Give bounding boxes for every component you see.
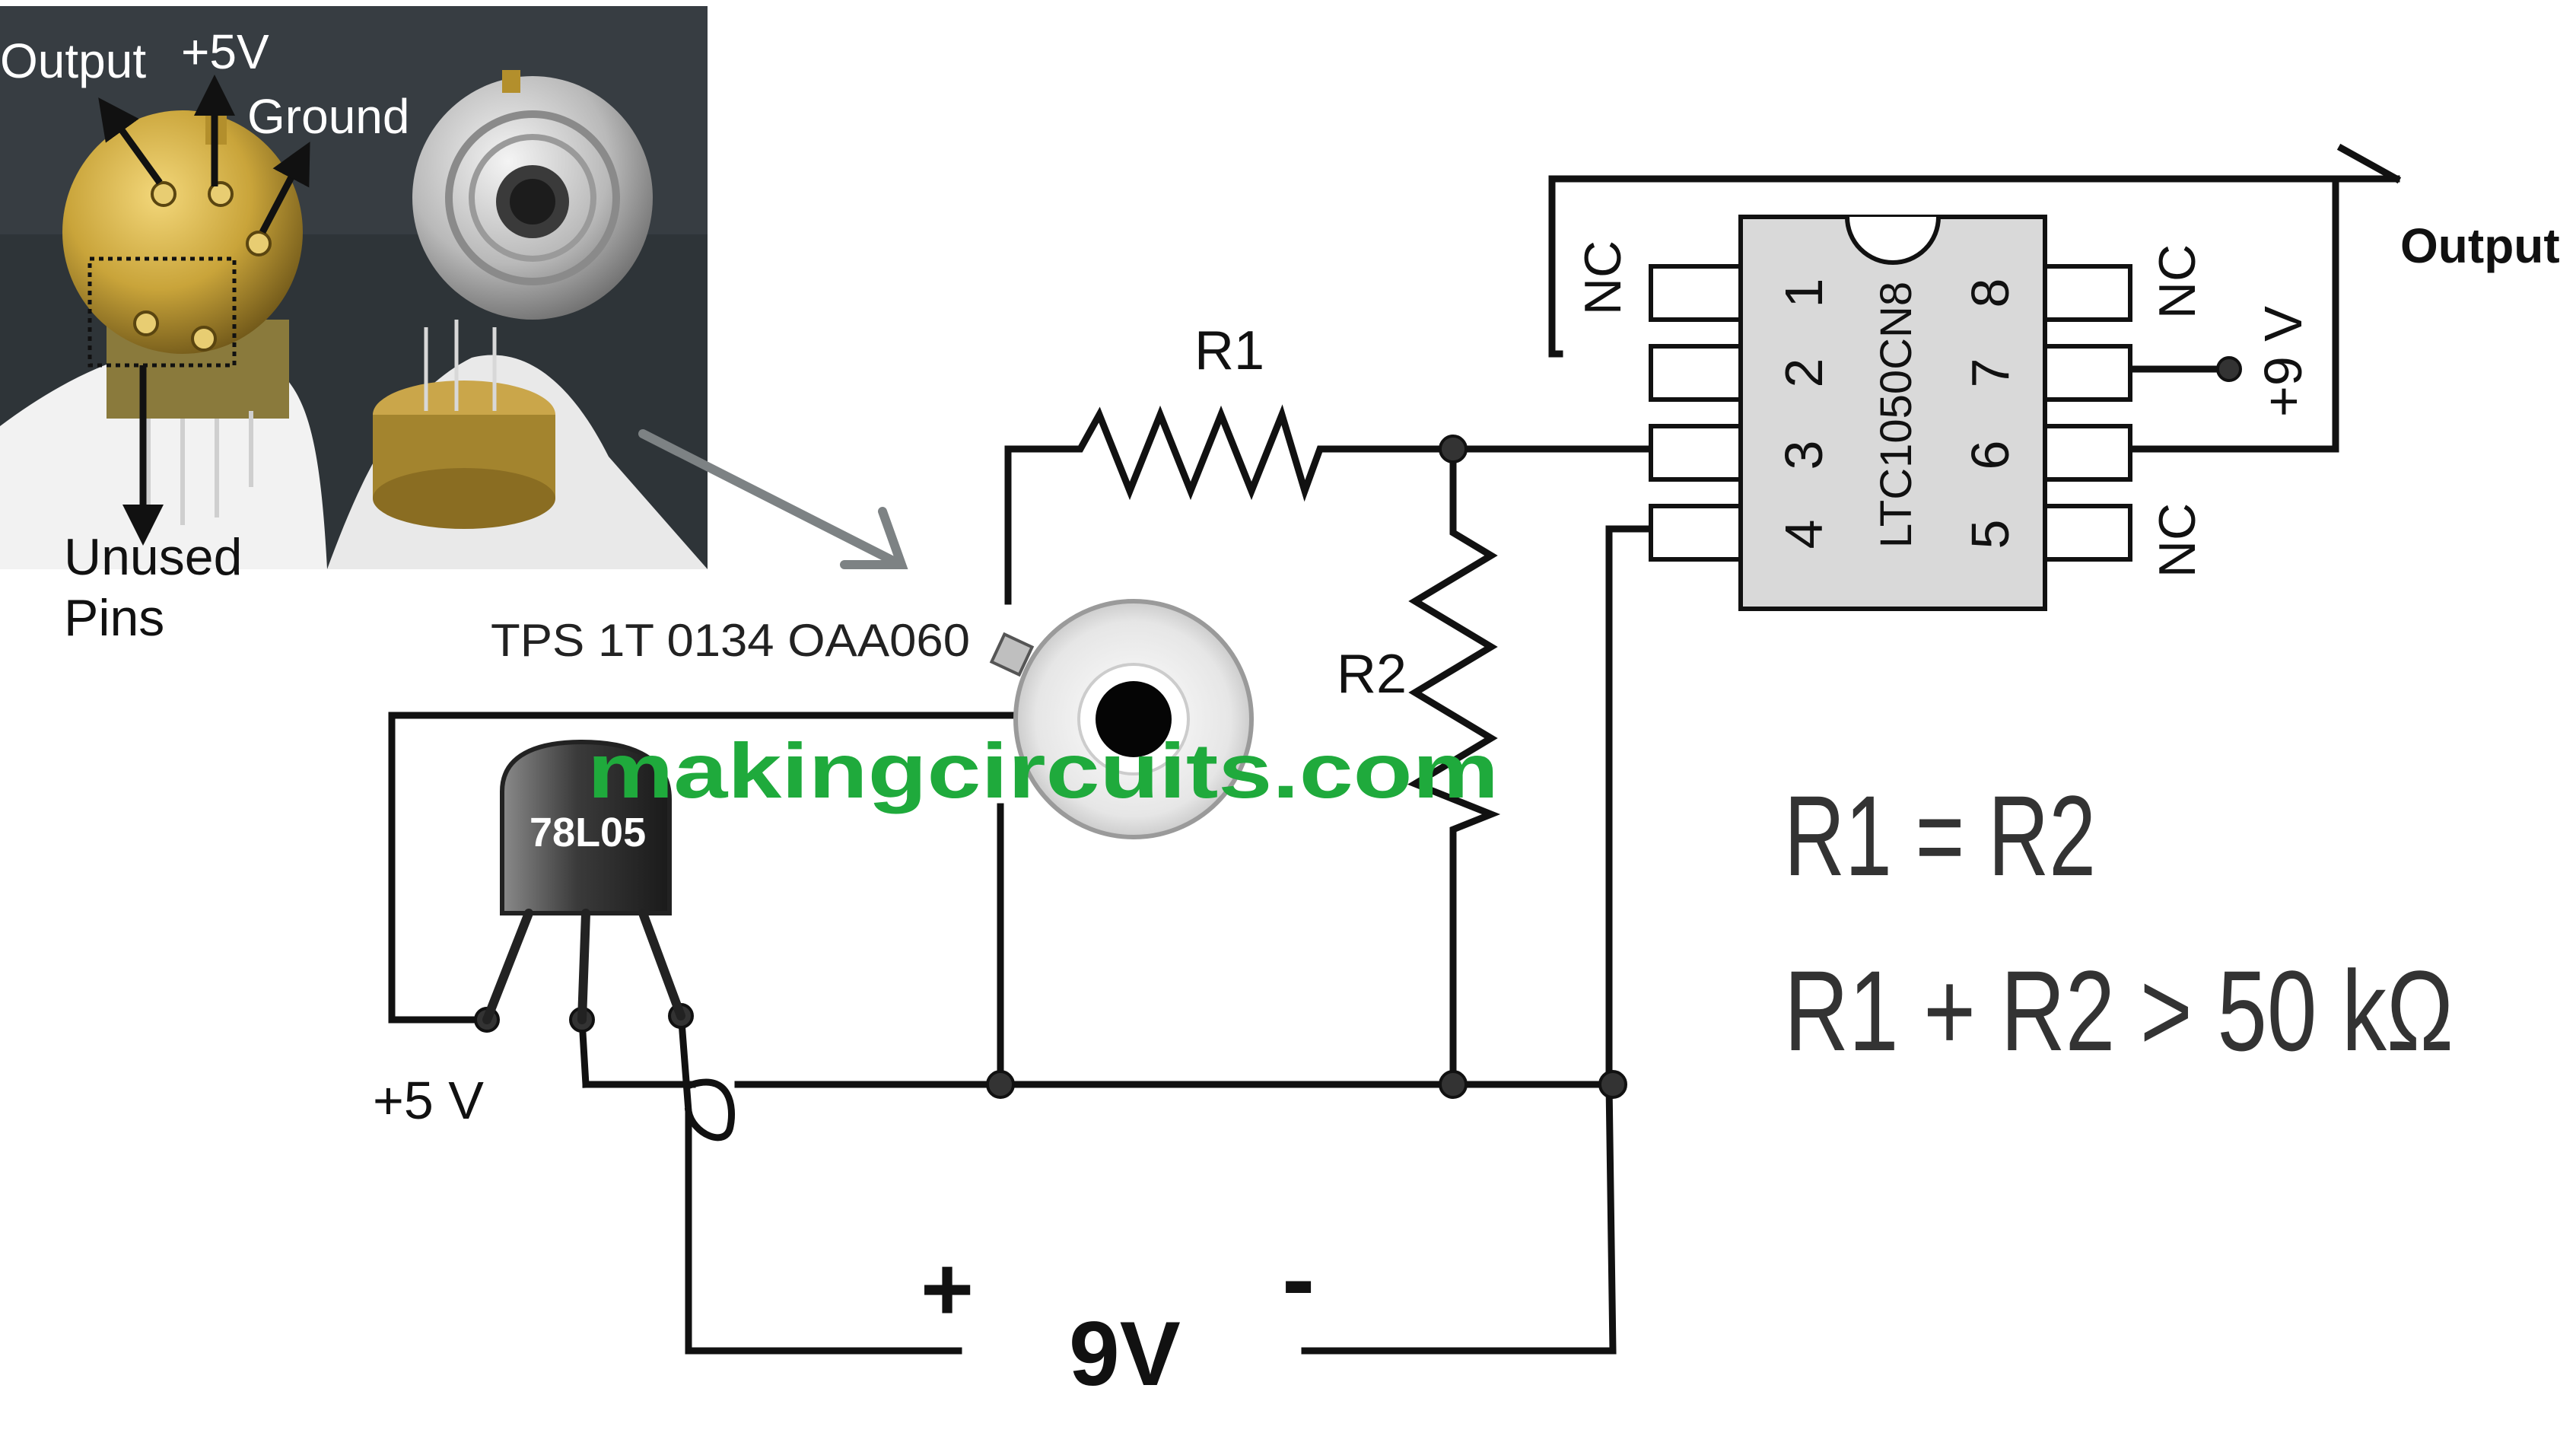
ic-pin-5: 5 [1961, 520, 2020, 549]
ic-pin-1: 1 [1774, 279, 1833, 308]
ic-pin-2: 2 [1774, 358, 1833, 388]
regulator-label: 78L05 [530, 810, 646, 855]
ic-pin-6: 6 [1961, 441, 2020, 470]
watermark: makingcircuits.com [587, 728, 1499, 814]
ic-part-name: LTC1050CN8 [1872, 282, 1921, 548]
sensor-photo: Output +5V Ground Unused Pins [0, 6, 708, 647]
nc-pin-1-label: NC [1574, 240, 1632, 315]
output-pin-arrow [98, 97, 163, 185]
photo-to-sensor-arrow [638, 429, 908, 569]
equation-line-2: R1 + R2 > 50 kΩ [1784, 947, 2454, 1075]
sensor-part-number: TPS 1T 0134 OAA060 [491, 615, 970, 666]
regulator-78l05: 78L05 [482, 739, 685, 1024]
ic-pin-3: 3 [1774, 441, 1833, 470]
r2-label: R2 [1337, 644, 1407, 705]
photo-label-plus5v: +5V [181, 24, 269, 79]
photo-label-unused: Unused [64, 528, 242, 586]
photo-label-output: Output [0, 33, 146, 88]
regulator-output-label: +5 V [373, 1071, 484, 1130]
equation-line-1: R1 = R2 [1784, 772, 2096, 900]
battery-minus: - [1282, 1223, 1315, 1334]
nc-pin-5-label: NC [2148, 503, 2206, 578]
r1-label: R1 [1194, 320, 1264, 381]
output-label: Output [2400, 218, 2560, 273]
battery-voltage: 9V [1069, 1303, 1181, 1405]
unused-pins-highlight [87, 256, 237, 368]
circuit-wires [388, 143, 2402, 1355]
ground-pin-arrow [259, 142, 310, 234]
photo-label-pins: Pins [64, 589, 164, 647]
ic-pin-4: 4 [1774, 520, 1833, 549]
ic-pin-8: 8 [1961, 279, 2020, 308]
supply-9v-label: +9 V [2253, 306, 2313, 417]
ic-pin-7: 7 [1961, 358, 2020, 388]
photo-label-ground: Ground [247, 89, 409, 144]
thermopile-sensor [989, 599, 1254, 839]
ic-ltc1050: 1 2 3 4 8 7 6 5 LTC1050CN8 [1649, 215, 2132, 611]
nc-pin-8-label: NC [2148, 244, 2206, 319]
battery-plus: + [921, 1238, 974, 1340]
